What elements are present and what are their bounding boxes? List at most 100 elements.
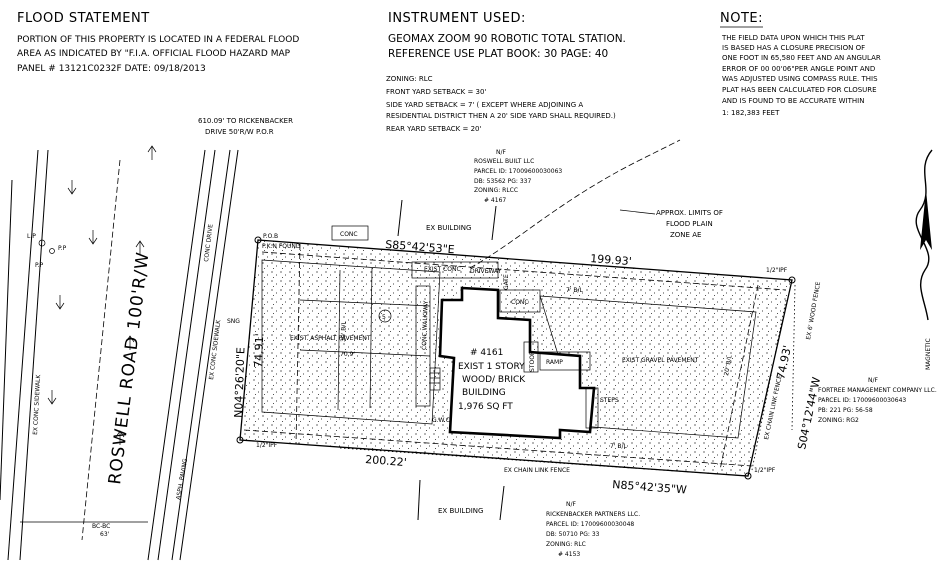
conc-drive: CONC DRIVE (203, 224, 215, 263)
gate-label: GATE (503, 274, 510, 290)
note-line-2: IS BASED HAS A CLOSURE PRECISION OF (722, 44, 865, 52)
north-db: DB: 53562 PG: 337 (474, 178, 531, 185)
power-pole-2: P.P (35, 262, 44, 269)
east-zoning: ZONING: RG2 (818, 417, 859, 424)
light-pole-icon (38, 239, 46, 247)
property-labels: P.O.B P.K.N FOUND EX BUILDING S85°42'53"… (232, 224, 823, 515)
north-nf: N/F (496, 149, 507, 156)
east-pb: PB: 221 PG: 56-58 (818, 407, 873, 414)
south-zoning: ZONING: RLC (546, 541, 586, 548)
east-owner: N/F FORTREE MANAGEMENT COMPANY LLC. PARC… (818, 377, 937, 424)
north-zoning: ZONING: RLCC (474, 187, 518, 194)
flood-line-3: PANEL # 13121C0232F DATE: 09/18/2013 (17, 64, 206, 74)
rickenbacker-1: 610.09' TO RICKENBACKER (198, 117, 293, 125)
note-line-3: ONE FOOT IN 65,580 FEET AND AN ANGULAR (722, 54, 881, 62)
north-owner: N/F ROSWELL BUILT LLC PARCEL ID: 1700960… (474, 149, 562, 204)
rickenbacker-2: DRIVE 50'R/W P.O.R (205, 128, 274, 136)
flood-limits: APPROX. LIMITS OF FLOOD PLAIN ZONE AE (656, 209, 723, 239)
east-nf: N/F (868, 377, 879, 384)
note-line-6: PLAT HAS BEEN CALCULATED FOR CLOSURE (722, 86, 877, 94)
flood-limit-1: APPROX. LIMITS OF (656, 209, 723, 217)
instrument-used: INSTRUMENT USED: GEOMAX ZOOM 90 ROBOTIC … (388, 11, 626, 60)
flood-limit-2: FLOOD PLAIN (666, 220, 713, 228)
dim-70: 70.9' (340, 351, 355, 358)
light-pole: L.P (27, 233, 36, 240)
asphalt-label: EXIST. ASPHALT PAVEMENT (290, 335, 371, 342)
south-num: # 4153 (558, 551, 580, 558)
sign-label: SNG (227, 318, 240, 325)
bc-value: 63' (100, 531, 110, 538)
bearing-north: S85°42'53"E (385, 238, 455, 256)
building-line-2: WOOD/ BRICK (462, 375, 526, 385)
front-setback: FRONT YARD SETBACK = 30' (386, 88, 486, 96)
note-block: NOTE: THE FIELD DATA UPON WHICH THIS PLA… (720, 11, 881, 117)
conc-pad (499, 289, 541, 313)
power-pole-icon (49, 248, 55, 254)
bl-west: 30' B/L (340, 321, 348, 343)
conc-top-label: CONC (340, 231, 358, 238)
ne-pin (788, 276, 796, 284)
flood-title: FLOOD STATEMENT (17, 11, 150, 26)
east-parcel: PARCEL ID: 17009600030643 (818, 397, 906, 404)
building-line-1: EXIST 1 STORY (458, 362, 525, 372)
left-sidewalk: EX CONC SIDEWALK (32, 373, 42, 435)
stoop-label: STOOP (529, 351, 536, 372)
pob-pin (254, 236, 262, 244)
pkn-label: P.K.N FOUND (262, 243, 301, 250)
wood-fence: EX 6' WOOD FENCE (805, 281, 822, 340)
sw-pin (236, 436, 244, 444)
steps-label: STEPS (600, 397, 619, 404)
building-footprint (438, 286, 596, 440)
bearing-south: N85°42'35"W (612, 478, 688, 497)
ipf-sw: 1/2"IPF (256, 442, 278, 449)
note-line-5: WAS ADJUSTED USING COMPASS RULE. THIS (722, 75, 878, 83)
dist-west: 74.91' (252, 333, 266, 368)
south-db: DB: 50710 PG: 33 (546, 531, 600, 538)
flood-line-2: AREA AS INDICATED BY "F.I.A. OFFICIAL FL… (17, 49, 291, 59)
side-setback-2: RESIDENTIAL DISTRICT THEN A 20' SIDE YAR… (386, 112, 616, 120)
bc-label: BC-BC (92, 523, 110, 530)
property: 5 CONC # 4161 EXIST 1 STORY WOOD/ BRICK … (236, 139, 796, 521)
dist-south: 200.22' (365, 453, 407, 469)
flood-line-1: PORTION OF THIS PROPERTY IS LOCATED IN A… (17, 35, 299, 45)
north-arrow: MAGNETIC (915, 149, 933, 370)
ex-building-bottom: EX BUILDING (438, 507, 483, 515)
note-line-4: ERROR OF 00 00'06"PER ANGLE POINT AND (722, 65, 875, 73)
building-number: # 4161 (470, 348, 503, 358)
north-arrow-icon (915, 149, 933, 321)
gwc-label: G.W.C (432, 417, 450, 424)
south-name: RICKENBACKER PARTNERS LLC. (546, 511, 640, 518)
ramp-label: RAMP (546, 359, 563, 366)
bearing-west: N04°26'20"E (232, 347, 247, 418)
road-name: ROSWELL ROAD 100'R/W (105, 251, 153, 486)
instrument-line-2: REFERENCE USE PLAT BOOK: 30 PAGE: 40 (388, 48, 608, 60)
gravel-label: EXIST GRAVEL PAVEMENT (622, 357, 699, 364)
building-line-3: BUILDING (462, 388, 506, 398)
ipf-ne: 1/2"IPF (766, 267, 788, 274)
instrument-title: INSTRUMENT USED: (388, 11, 526, 26)
rear-setback: REAR YARD SETBACK = 20' (386, 125, 481, 133)
ipf-se: 1/2"IPF (754, 467, 776, 474)
south-parcel: PARCEL ID: 17009600030048 (546, 521, 634, 528)
dist-north: 199.93' (590, 252, 632, 268)
note-line-1: THE FIELD DATA UPON WHICH THIS PLAT (721, 34, 865, 42)
magnetic-label: MAGNETIC (925, 338, 932, 370)
walkway-label: CONC WALKWAY (421, 300, 430, 350)
se-pin (744, 472, 752, 480)
flood-statement: FLOOD STATEMENT PORTION OF THIS PROPERTY… (17, 11, 299, 74)
note-line-7: AND IS FOUND TO BE ACCURATE WITHIN (722, 97, 865, 105)
flood-limit-3: ZONE AE (670, 231, 701, 239)
side-setback-1: SIDE YARD SETBACK = 7' ( EXCEPT WHERE AD… (386, 101, 583, 109)
north-name: ROSWELL BUILT LLC (474, 158, 534, 165)
zoning-setbacks: ZONING: RLC FRONT YARD SETBACK = 30' SID… (386, 75, 616, 133)
north-parcel: PARCEL ID: 17009600030063 (474, 168, 562, 175)
bl-top: 7' B/L (566, 287, 584, 294)
bl-east: 20' B/L (723, 354, 734, 376)
south-nf: N/F (566, 501, 577, 508)
south-owner: N/F RICKENBACKER PARTNERS LLC. PARCEL ID… (546, 501, 640, 558)
conc-box-label: CONC (511, 299, 529, 306)
instrument-line-1: GEOMAX ZOOM 90 ROBOTIC TOTAL STATION. (388, 33, 626, 45)
zoning-code: ZONING: RLC (386, 75, 433, 83)
parking-count: 5 (382, 314, 386, 321)
